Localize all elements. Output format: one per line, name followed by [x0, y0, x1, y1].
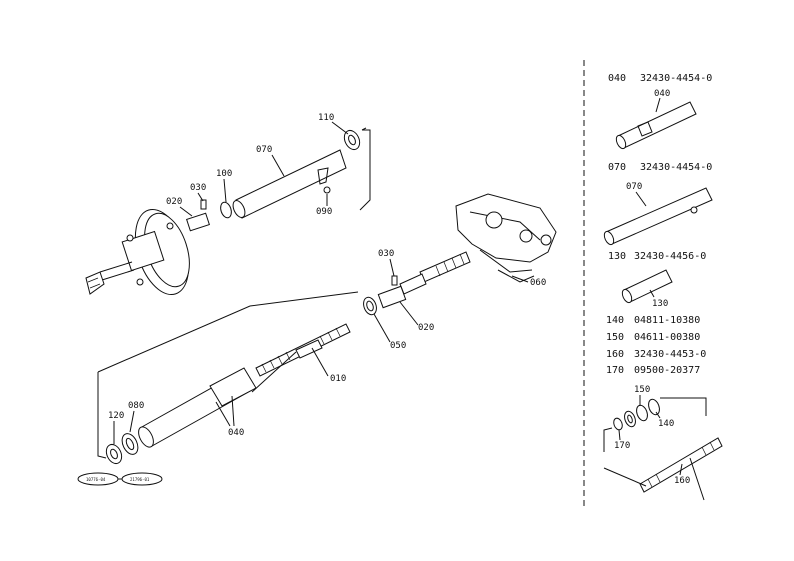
part-120-seal: [105, 443, 123, 465]
parts-list-170: 170 09500-20377: [606, 365, 700, 376]
parts-list-040: 040 32430-4454-0 040: [608, 73, 712, 150]
callout-030-upper: 030: [190, 183, 206, 193]
list-label-040: 040: [654, 89, 670, 99]
list-partno-160: 32430-4453-0: [634, 349, 706, 360]
part-010-shaft: [255, 323, 351, 377]
callout-110: 110: [318, 113, 334, 123]
detail-label-160: 160: [674, 476, 690, 486]
callout-010: 010: [330, 374, 346, 384]
list-ref-160: 160: [606, 349, 624, 360]
svg-text:21796-01: 21796-01: [130, 477, 150, 482]
list-ref-170: 170: [606, 365, 624, 376]
callout-020-upper: 020: [166, 197, 182, 207]
pto-housing-flange: [85, 209, 190, 295]
callout-070: 070: [256, 145, 272, 155]
list-ref-070: 070: [608, 162, 626, 173]
part-050-ring: [363, 296, 377, 316]
part-040-tube: [138, 367, 257, 448]
detail-label-140: 140: [658, 419, 674, 429]
serial-range-left: 10776-04: [77, 472, 119, 486]
part-090-bolt: [323, 186, 331, 194]
callout-050: 050: [390, 341, 406, 351]
parts-list-070: 070 32430-4454-0 070: [603, 162, 713, 246]
callout-080: 080: [128, 401, 144, 411]
callout-120: 120: [108, 411, 124, 421]
serial-range-right: 21796-01: [121, 472, 163, 486]
list-ref-150: 150: [606, 332, 624, 343]
callout-020-lower: 020: [418, 323, 434, 333]
callout-040: 040: [228, 428, 244, 438]
part-030-upper: [200, 199, 207, 210]
callout-090: 090: [316, 207, 332, 217]
callout-030-lower: 030: [378, 249, 394, 259]
list-partno-130: 32430-4456-0: [634, 251, 706, 262]
list-ref-130: 130: [608, 251, 626, 262]
transmission-case: [455, 193, 557, 283]
detail-label-170: 170: [614, 441, 630, 451]
detail-label-150: 150: [634, 385, 650, 395]
svg-text:10776-04: 10776-04: [86, 477, 106, 482]
parts-list-150: 150 04611-00380: [606, 332, 700, 343]
part-splined-input-shaft: [399, 251, 471, 295]
part-020-upper: [186, 212, 210, 232]
part-100-ring: [220, 201, 232, 219]
callout-100: 100: [216, 169, 232, 179]
detail-seal-stack: [603, 397, 707, 452]
parts-list-160: 160 32430-4453-0: [606, 349, 706, 360]
callout-060: 060: [530, 278, 546, 288]
list-partno-150: 04611-00380: [634, 332, 700, 343]
part-110-seal: [343, 129, 361, 151]
list-label-130: 130: [652, 299, 668, 309]
part-080-bearing: [121, 433, 139, 455]
detail-shaft-160: [603, 437, 723, 501]
part-020-lower: [377, 275, 407, 309]
list-partno-040: 32430-4454-0: [640, 73, 712, 84]
list-partno-170: 09500-20377: [634, 365, 700, 376]
list-partno-070: 32430-4454-0: [640, 162, 712, 173]
parts-list-130: 130 32430-4456-0 130: [608, 251, 706, 309]
part-070-tube: [232, 149, 347, 219]
list-ref-040: 040: [608, 73, 626, 84]
list-label-070: 070: [626, 182, 642, 192]
parts-list-140: 140 04811-10380: [606, 315, 700, 326]
list-partno-140: 04811-10380: [634, 315, 700, 326]
list-ref-140: 140: [606, 315, 624, 326]
